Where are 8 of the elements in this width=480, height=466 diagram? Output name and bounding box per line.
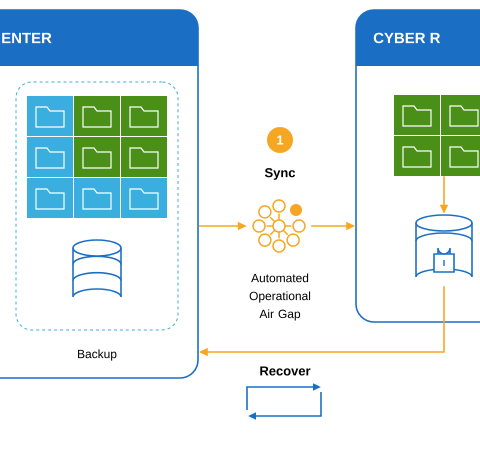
dashed-box bbox=[16, 82, 178, 330]
hub-caption: Automated Operational Air Gap bbox=[250, 274, 310, 320]
step-title: Sync bbox=[264, 168, 296, 180]
box-label: Backup bbox=[78, 349, 116, 361]
section-title: Recover bbox=[260, 366, 310, 376]
step-badge: 1 bbox=[267, 127, 293, 153]
folder-grid-drawing bbox=[394, 95, 480, 176]
vault-icon bbox=[415, 214, 473, 278]
